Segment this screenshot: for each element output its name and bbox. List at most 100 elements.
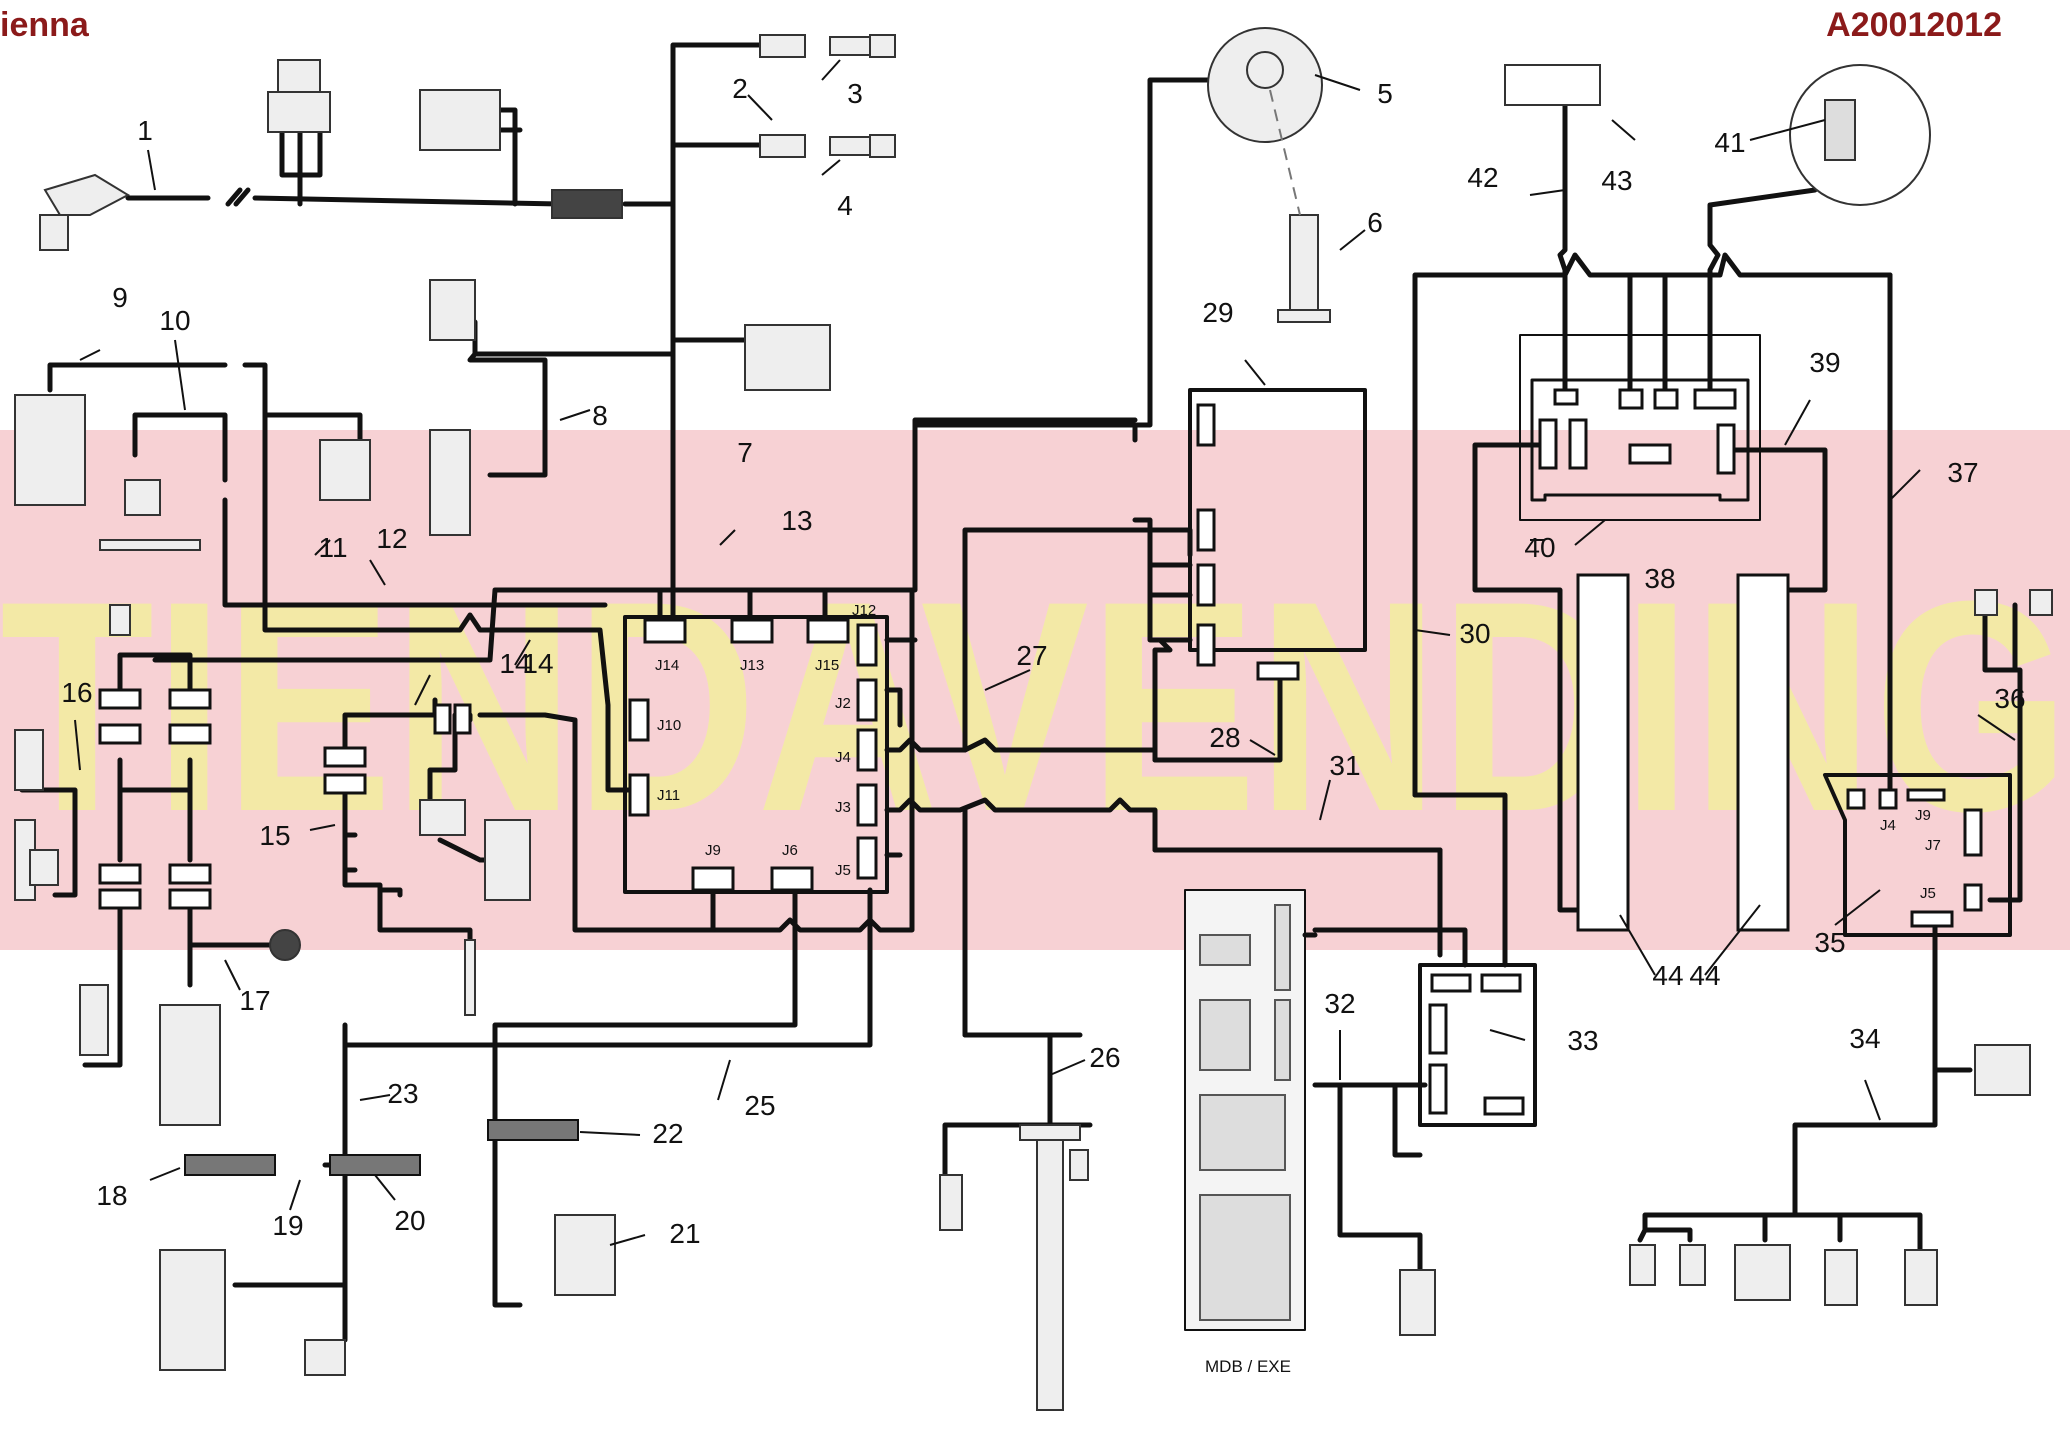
- wire-23: [232, 1042, 348, 1343]
- wire-39: [1722, 447, 1828, 593]
- wire-42: [1557, 102, 1568, 393]
- svg-text:J12: J12: [852, 602, 876, 619]
- wire-34: [1637, 922, 1973, 1253]
- callout-25: 25: [744, 1090, 775, 1121]
- svg-text:J14: J14: [655, 657, 679, 674]
- components: [14, 27, 2053, 1411]
- callout-23: 23: [387, 1078, 418, 1109]
- callout-38: 38: [1644, 563, 1675, 594]
- probe-panel: [159, 1249, 226, 1371]
- callout-42: 42: [1467, 162, 1498, 193]
- sensor-20: [329, 1154, 421, 1176]
- sensor-22: [487, 1119, 579, 1141]
- pressure-switch: [419, 799, 466, 836]
- callout-32: 32: [1324, 988, 1355, 1019]
- callout-40: 40: [1524, 532, 1555, 563]
- svg-text:J13: J13: [740, 657, 764, 674]
- callout-16: 16: [61, 677, 92, 708]
- connector-32: [1399, 1269, 1436, 1336]
- wire-40: [1472, 442, 1593, 913]
- callout-44b: 44: [1689, 960, 1720, 991]
- wire-10: [132, 412, 608, 608]
- callout-34: 34: [1849, 1023, 1880, 1054]
- callout-19: 19: [272, 1210, 303, 1241]
- connector-labels: J14 J13 J15 J12 J2 J4 J3 J5 J10 J11 J9 J…: [655, 602, 1941, 902]
- terminal-block: [551, 189, 623, 219]
- callout-10: 10: [159, 305, 190, 336]
- wire-to-29: [912, 77, 1213, 763]
- callout-5: 5: [1377, 78, 1393, 109]
- callout-14b: 14: [522, 648, 553, 679]
- svg-text:J6: J6: [782, 842, 798, 859]
- board-38-outer: [1519, 334, 1761, 521]
- callout-9: 9: [112, 282, 128, 313]
- callout-18: 18: [96, 1180, 127, 1211]
- callout-43: 43: [1601, 165, 1632, 196]
- callout-35: 35: [1814, 927, 1845, 958]
- relay-block-wires: [19, 652, 288, 1068]
- callout-1: 1: [137, 115, 153, 146]
- callout-44a: 44: [1652, 960, 1683, 991]
- callout-33: 33: [1567, 1025, 1598, 1056]
- float-10: [124, 479, 161, 516]
- callout-13: 13: [781, 505, 812, 536]
- wire-15: [342, 787, 473, 943]
- callout-21: 21: [669, 1218, 700, 1249]
- wire-36: [1982, 602, 2023, 903]
- callout-22: 22: [652, 1118, 683, 1149]
- callout-27: 27: [1016, 640, 1047, 671]
- svg-text:J9: J9: [705, 842, 721, 859]
- svg-text:J2: J2: [835, 695, 851, 712]
- board-33-outline: [1392, 1082, 1423, 1158]
- callout-41: 41: [1714, 127, 1745, 158]
- board-29: [1188, 388, 1367, 652]
- main-board-13: [623, 615, 889, 894]
- callout-26: 26: [1089, 1042, 1120, 1073]
- svg-text:J7: J7: [1925, 837, 1941, 854]
- callout-7: 7: [737, 437, 753, 468]
- callout-6: 6: [1367, 207, 1383, 238]
- svg-text:J5: J5: [1920, 885, 1936, 902]
- motor-7: [744, 324, 831, 391]
- valve-21: [554, 1214, 616, 1296]
- mdb-label: MDB / EXE: [1205, 1357, 1291, 1376]
- callout-11: 11: [318, 532, 347, 563]
- callout-4: 4: [837, 190, 853, 221]
- relay-strips-44: [1576, 573, 1790, 932]
- relay-top: [419, 89, 501, 151]
- wire-26: [942, 1032, 1093, 1178]
- callout-36: 36: [1994, 683, 2025, 714]
- callout-12: 12: [376, 523, 407, 554]
- svg-text:J10: J10: [657, 717, 681, 734]
- sensor-18: [184, 1154, 276, 1176]
- microswitch-34: [1974, 1044, 2031, 1096]
- callout-8: 8: [592, 400, 608, 431]
- valve-8a: [429, 279, 476, 341]
- board-38-inner: [1530, 378, 1750, 502]
- relay-wires: [497, 107, 523, 207]
- probe-23: [304, 1339, 346, 1376]
- board-35: [1823, 773, 2012, 937]
- callout-29: 29: [1202, 297, 1233, 328]
- knob-17: [269, 929, 301, 961]
- svg-text:J11: J11: [657, 787, 680, 804]
- model-name: ienna: [0, 6, 89, 44]
- diagram-code: A20012012: [1826, 6, 2002, 44]
- relay-34: [1734, 1244, 1791, 1301]
- pump-small: [319, 439, 371, 501]
- svg-text:J4: J4: [1880, 817, 1896, 834]
- main-trunk: [467, 42, 763, 620]
- wire-31: [1152, 847, 1468, 968]
- sensor-6: [1289, 214, 1319, 311]
- mains-plug: [43, 173, 131, 216]
- valve-15: [484, 819, 531, 901]
- wire-32: [1312, 1082, 1428, 1273]
- wire-12: [157, 417, 1138, 663]
- board-13-bus: [657, 587, 873, 933]
- wire-30: [1412, 252, 1893, 798]
- callout-20: 20: [394, 1205, 425, 1236]
- heater-element: [159, 1004, 221, 1126]
- mdb-internals: [1199, 904, 1291, 1321]
